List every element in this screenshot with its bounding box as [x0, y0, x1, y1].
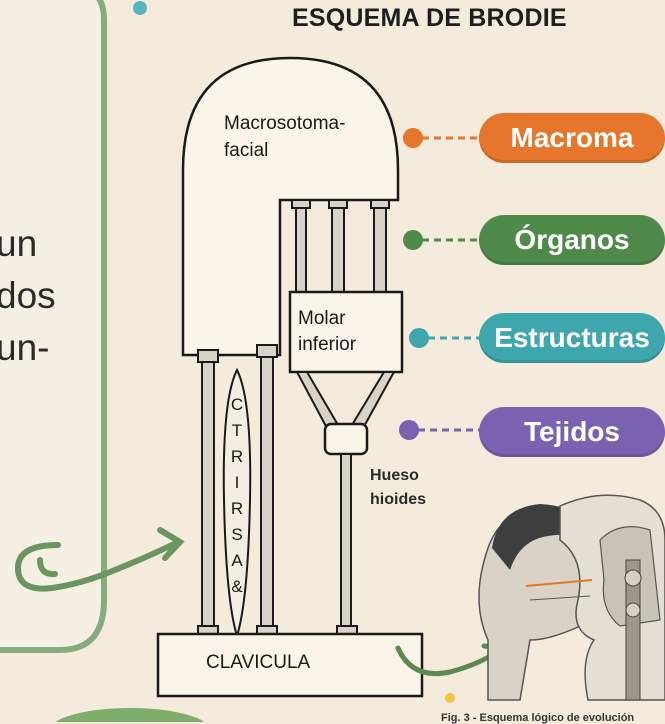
page-title: ESQUEMA DE BRODIE [292, 4, 567, 32]
head-illustration [478, 494, 665, 701]
side-text-line: un [0, 223, 38, 264]
macro-label-line: Macrosotoma- [224, 113, 346, 134]
clavicula-box [156, 632, 424, 698]
macro-label-line: facial [224, 140, 269, 161]
bottom-blob [55, 708, 205, 722]
lower-pillars [197, 344, 358, 637]
vertical-letter: A [231, 551, 243, 570]
legend-connectors [418, 136, 480, 432]
macroma-dot-icon [403, 128, 423, 148]
vertical-letter: & [231, 577, 243, 596]
hueso-label: Hueso hioides [370, 464, 450, 512]
side-text-line: dos [0, 275, 56, 316]
legend-tejidos: Tejidos [479, 407, 665, 457]
hyoid-block [323, 422, 369, 456]
legend-estructuras: Estructuras [479, 313, 665, 363]
vertical-letter: I [234, 473, 240, 492]
side-text: un dos un- [0, 218, 86, 374]
hyoid-struts [295, 371, 396, 432]
vertical-letters: C T R I R S A & [228, 392, 246, 600]
left-panel [0, 0, 107, 653]
hueso-label-line: Hueso [370, 467, 419, 484]
macro-label: Macrosotoma- facial [224, 110, 374, 164]
side-text-line: un- [0, 327, 50, 368]
figure-caption: Fig. 3 - Esquema lógico de evolución [441, 712, 635, 724]
vertical-letter: T [231, 421, 243, 440]
vertical-letter: R [230, 447, 244, 466]
tejidos-dot-icon [399, 420, 419, 440]
yellow-dot [445, 693, 455, 703]
macro-dome [181, 56, 400, 357]
top-dot [133, 1, 147, 15]
curly-arrow-icon [14, 527, 185, 592]
vertical-letter: S [231, 525, 243, 544]
vertical-letter: C [230, 395, 244, 414]
hueso-label-line: hioides [370, 491, 427, 508]
molar-label-line: Molar [298, 308, 346, 329]
legend-macroma: Macroma [479, 113, 665, 163]
clavicula-label: CLAVICULA [206, 652, 311, 673]
organos-dot-icon [403, 230, 423, 250]
molar-box [288, 290, 404, 374]
molar-label-line: inferior [298, 334, 357, 355]
upper-pillars [291, 199, 390, 293]
legend-organos: Órganos [479, 215, 665, 265]
vertical-letter: R [230, 499, 244, 518]
estructuras-dot-icon [409, 328, 429, 348]
hyoid-rod [340, 453, 352, 635]
molar-label: Molar inferior [298, 306, 398, 358]
